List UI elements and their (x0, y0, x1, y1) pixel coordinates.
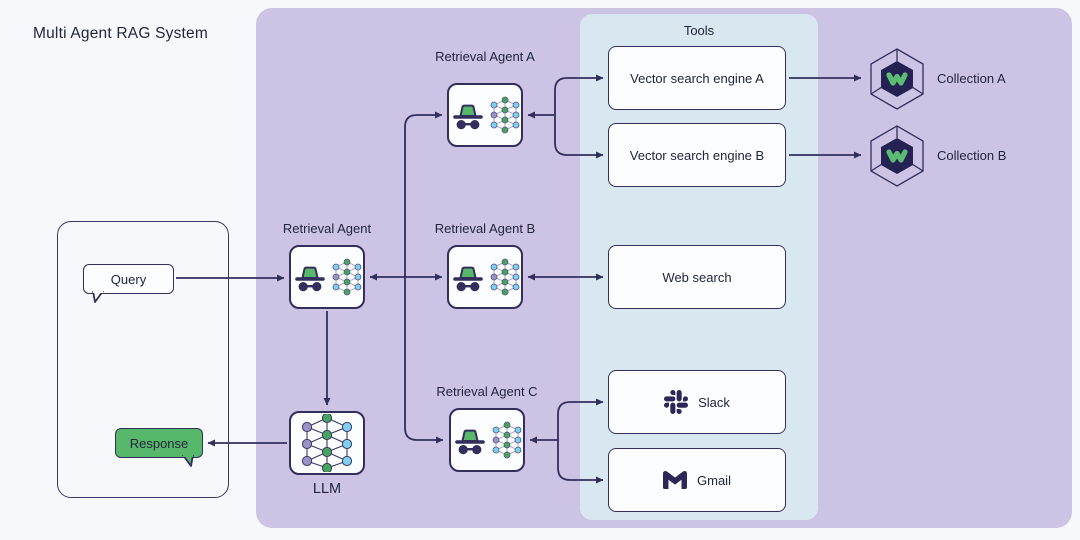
tool-gmail: Gmail (608, 448, 786, 512)
hub-agent-node (289, 245, 365, 309)
tool-label: Vector search engine B (629, 147, 765, 163)
tool-label: Gmail (697, 472, 731, 488)
llm-node (289, 411, 365, 475)
agent-b-label: Retrieval Agent B (434, 221, 536, 236)
neural-net-icon (490, 258, 519, 296)
neural-net-icon (301, 414, 353, 472)
neural-net-icon (490, 96, 519, 134)
hub-agent-label: Retrieval Agent (282, 221, 372, 236)
agent-b-node (447, 245, 523, 309)
response-bubble-tail (182, 455, 194, 467)
spy-agent-icon (294, 265, 325, 292)
tools-panel-label: Tools (683, 23, 715, 38)
tool-web-search: Web search (608, 245, 786, 309)
spy-agent-icon (452, 265, 483, 292)
agent-c-label: Retrieval Agent C (436, 384, 538, 399)
spy-agent-icon (454, 428, 485, 455)
collection-a-icon (867, 47, 927, 111)
user-panel (57, 221, 229, 498)
agent-c-node (449, 408, 525, 472)
collection-b-label: Collection B (937, 148, 1007, 163)
query-label: Query (110, 271, 147, 287)
gmail-icon (663, 470, 688, 490)
agent-a-node (447, 83, 523, 147)
tool-label: Web search (662, 269, 732, 285)
tool-vector-search-engine-b: Vector search engine B (608, 123, 786, 187)
spy-agent-icon (452, 103, 483, 130)
tool-label: Slack (698, 394, 730, 410)
query-bubble-tail (92, 291, 104, 303)
collection-b-icon (867, 124, 927, 188)
query-bubble: Query (83, 264, 174, 303)
neural-net-icon (332, 258, 361, 296)
response-bubble: Response (115, 428, 203, 467)
agent-a-label: Retrieval Agent A (435, 49, 535, 64)
response-label: Response (129, 435, 189, 451)
tool-slack: Slack (608, 370, 786, 434)
collection-a-label: Collection A (937, 71, 1006, 86)
neural-net-icon (492, 421, 521, 459)
page-title: Multi Agent RAG System (33, 25, 208, 42)
tool-vector-search-engine-a: Vector search engine A (608, 46, 786, 110)
slack-icon (664, 390, 689, 414)
tool-label: Vector search engine A (630, 70, 764, 86)
llm-label: LLM (312, 481, 342, 497)
